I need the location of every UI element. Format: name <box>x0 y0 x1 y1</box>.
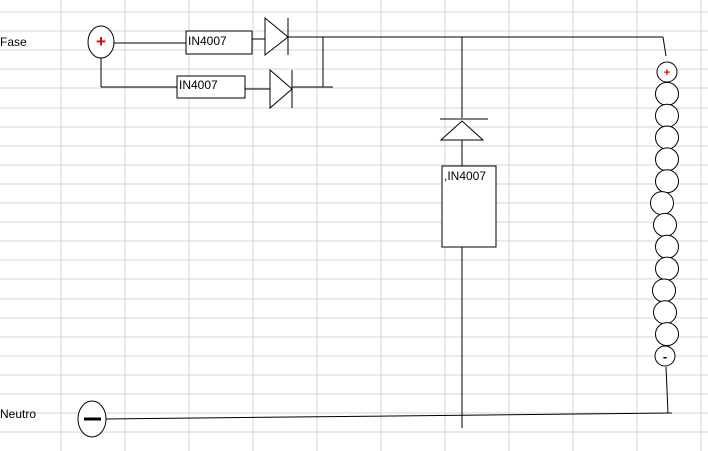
led-circle <box>650 191 674 216</box>
diode-bottom <box>269 68 293 110</box>
led-circle <box>653 212 677 237</box>
diode-vertical-label: ,IN4007 <box>444 169 486 183</box>
led-circle <box>652 278 676 303</box>
wire-neutral <box>105 412 673 420</box>
led-circle <box>655 103 679 128</box>
led-circle <box>655 322 679 347</box>
wire-leds-to-neutral <box>665 366 669 414</box>
diode-vertical-triangle <box>439 120 485 141</box>
led-circle <box>653 300 677 325</box>
led-circle <box>655 81 679 106</box>
led-circle <box>654 345 676 367</box>
diode-vertical <box>439 118 488 141</box>
diode-bottom-triangle <box>269 68 293 110</box>
led-chain: +- <box>650 61 679 367</box>
diode-top-label: IN4007 <box>188 34 227 48</box>
led-bottom-symbol: - <box>663 349 667 364</box>
diode-top-triangle <box>264 16 289 57</box>
neutral-label: Neutro <box>0 407 36 421</box>
label-box-bottom: IN4007 <box>176 75 246 99</box>
led-circle <box>655 169 679 194</box>
label-box-vertical: ,IN4007 <box>441 165 497 248</box>
led-top-symbol: + <box>664 67 670 79</box>
led-circle <box>655 147 679 172</box>
negative-terminal <box>77 400 107 438</box>
positive-symbol: + <box>96 32 106 51</box>
led-circle <box>655 256 679 281</box>
wire-top-to-leds <box>662 36 667 57</box>
wires <box>100 36 673 428</box>
led-circle <box>655 125 679 150</box>
diode-top <box>264 16 289 57</box>
label-box-top: IN4007 <box>185 30 253 55</box>
diode-bottom-label: IN4007 <box>179 78 218 92</box>
positive-terminal: + <box>87 25 115 59</box>
phase-label: Fase <box>0 35 27 49</box>
led-circle <box>655 234 679 259</box>
